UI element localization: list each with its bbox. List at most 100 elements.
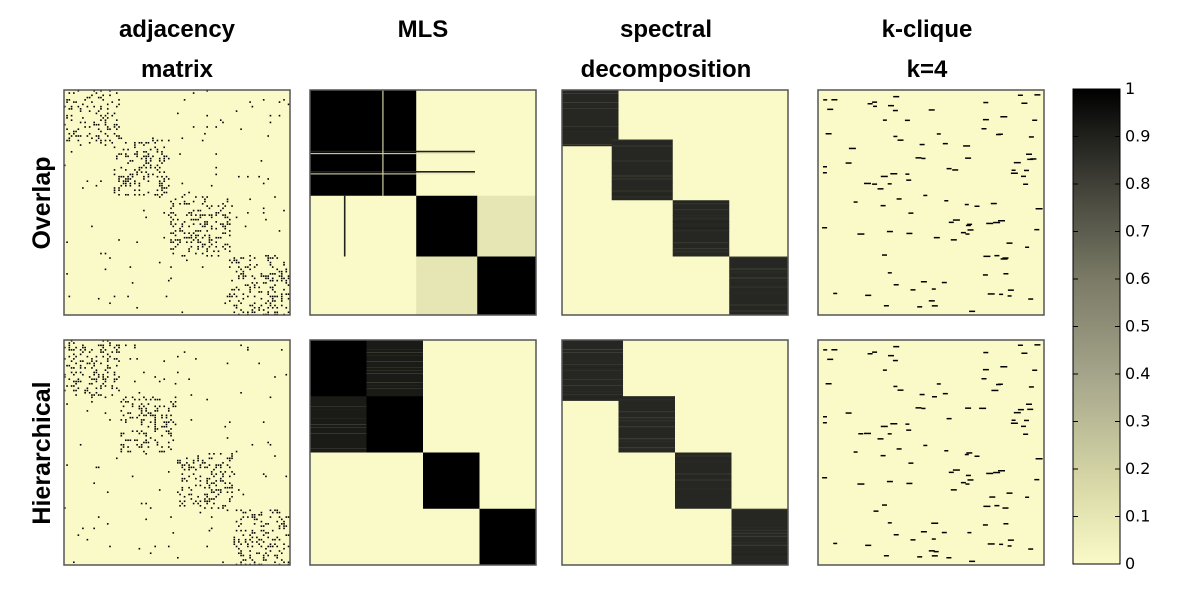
block-texture-line: [672, 251, 730, 253]
clique-dash: [1028, 136, 1034, 138]
block-texture-line: [611, 190, 673, 192]
adjacency-dot: [84, 121, 86, 124]
block-texture-line: [675, 455, 732, 457]
adjacency-dot: [154, 405, 156, 408]
adjacency-dot: [204, 221, 206, 223]
membership-stripe: [343, 195, 346, 257]
adjacency-dot: [154, 398, 156, 401]
adjacency-dot: [131, 416, 134, 419]
adjacency-dot: [240, 344, 242, 347]
adjacency-dot: [161, 184, 163, 187]
clique-dash: [1010, 172, 1018, 174]
adjacency-dot: [244, 225, 247, 228]
adjacency-dot: [156, 407, 159, 410]
adjacency-dot: [131, 405, 134, 408]
adjacency-dot: [156, 193, 159, 196]
adjacency-dot: [253, 518, 256, 521]
adjacency-dot: [86, 362, 89, 365]
clique-dash: [882, 504, 887, 506]
adjacency-dot: [233, 304, 236, 307]
adjacency-dot: [143, 450, 145, 453]
adjacency-dot: [265, 302, 267, 305]
clique-dash: [990, 202, 997, 205]
clique-dash: [893, 385, 898, 388]
adjacency-dot: [70, 108, 73, 110]
adjacency-dot: [134, 169, 136, 171]
adjacency-dot: [170, 207, 172, 210]
adjacency-dot: [179, 493, 181, 496]
adjacency-dot: [269, 264, 272, 266]
adjacency-dot: [75, 382, 77, 385]
block-texture-line: [729, 256, 788, 258]
adjacency-dot: [163, 146, 166, 149]
adjacency-dot: [109, 545, 111, 548]
adjacency-dot: [249, 101, 251, 103]
adjacency-dot: [95, 360, 98, 362]
clique-dash: [882, 254, 887, 256]
clique-dash: [982, 274, 988, 276]
adjacency-dot: [125, 155, 127, 158]
adjacency-dot: [258, 175, 260, 178]
adjacency-dot: [208, 457, 211, 460]
adjacency-dot: [253, 257, 256, 259]
adjacency-dot: [280, 518, 283, 521]
adjacency-dot: [91, 378, 93, 381]
clique-dash: [974, 455, 980, 457]
adjacency-dot: [219, 236, 222, 239]
adjacency-dot: [208, 214, 211, 216]
adjacency-dot: [190, 234, 193, 237]
adjacency-dot: [145, 414, 147, 417]
clique-dash: [942, 392, 948, 395]
adjacency-dot: [127, 450, 129, 453]
adjacency-dot: [269, 396, 272, 399]
adjacency-dot: [251, 311, 254, 314]
adjacency-dot: [145, 160, 147, 162]
clique-dash: [986, 222, 994, 225]
adjacency-dot: [197, 455, 199, 457]
adjacency-dot: [204, 132, 206, 135]
adjacency-dot: [226, 200, 229, 203]
clique-dash: [946, 167, 952, 170]
adjacency-dot: [262, 282, 265, 284]
adjacency-dot: [204, 234, 206, 237]
adjacency-dot: [262, 99, 265, 101]
adjacency-dot: [285, 373, 288, 376]
adjacency-dot: [88, 96, 91, 99]
adjacency-dot: [95, 355, 98, 358]
adjacency-dot: [143, 414, 145, 417]
adjacency-dot: [113, 380, 116, 383]
adjacency-dot: [201, 203, 204, 205]
adjacency-dot: [149, 160, 152, 162]
adjacency-dot: [224, 205, 227, 207]
adjacency-dot: [265, 523, 267, 525]
clique-dash: [917, 306, 923, 308]
adjacency-dot: [188, 486, 190, 489]
adjacency-dot: [143, 175, 145, 178]
clique-dash: [1024, 169, 1029, 172]
adjacency-dot: [271, 511, 274, 514]
adjacency-dot: [154, 439, 156, 442]
block-texture-line: [562, 394, 624, 395]
adjacency-dot: [172, 232, 175, 234]
adjacency-dot: [125, 141, 127, 144]
adjacency-dot: [102, 117, 105, 119]
adjacency-dot: [84, 346, 86, 349]
adjacency-dot: [111, 114, 114, 117]
adjacency-dot: [251, 541, 254, 543]
clique-dash: [833, 542, 838, 545]
block-texture-line: [672, 215, 730, 217]
adjacency-dot: [283, 561, 285, 564]
adjacency-dot: [285, 475, 288, 478]
adjacency-dot: [192, 473, 195, 475]
adjacency-dot: [158, 450, 161, 453]
adjacency-dot: [195, 214, 197, 216]
adjacency-dot: [100, 130, 102, 133]
adjacency-dot: [163, 450, 166, 453]
clique-dash: [993, 471, 1001, 474]
adjacency-dot: [199, 230, 202, 232]
adjacency-dot: [127, 178, 129, 180]
adjacency-dot: [147, 191, 150, 194]
adjacency-dot: [201, 196, 204, 198]
adjacency-dot: [238, 525, 240, 527]
adjacency-dot: [215, 126, 218, 128]
